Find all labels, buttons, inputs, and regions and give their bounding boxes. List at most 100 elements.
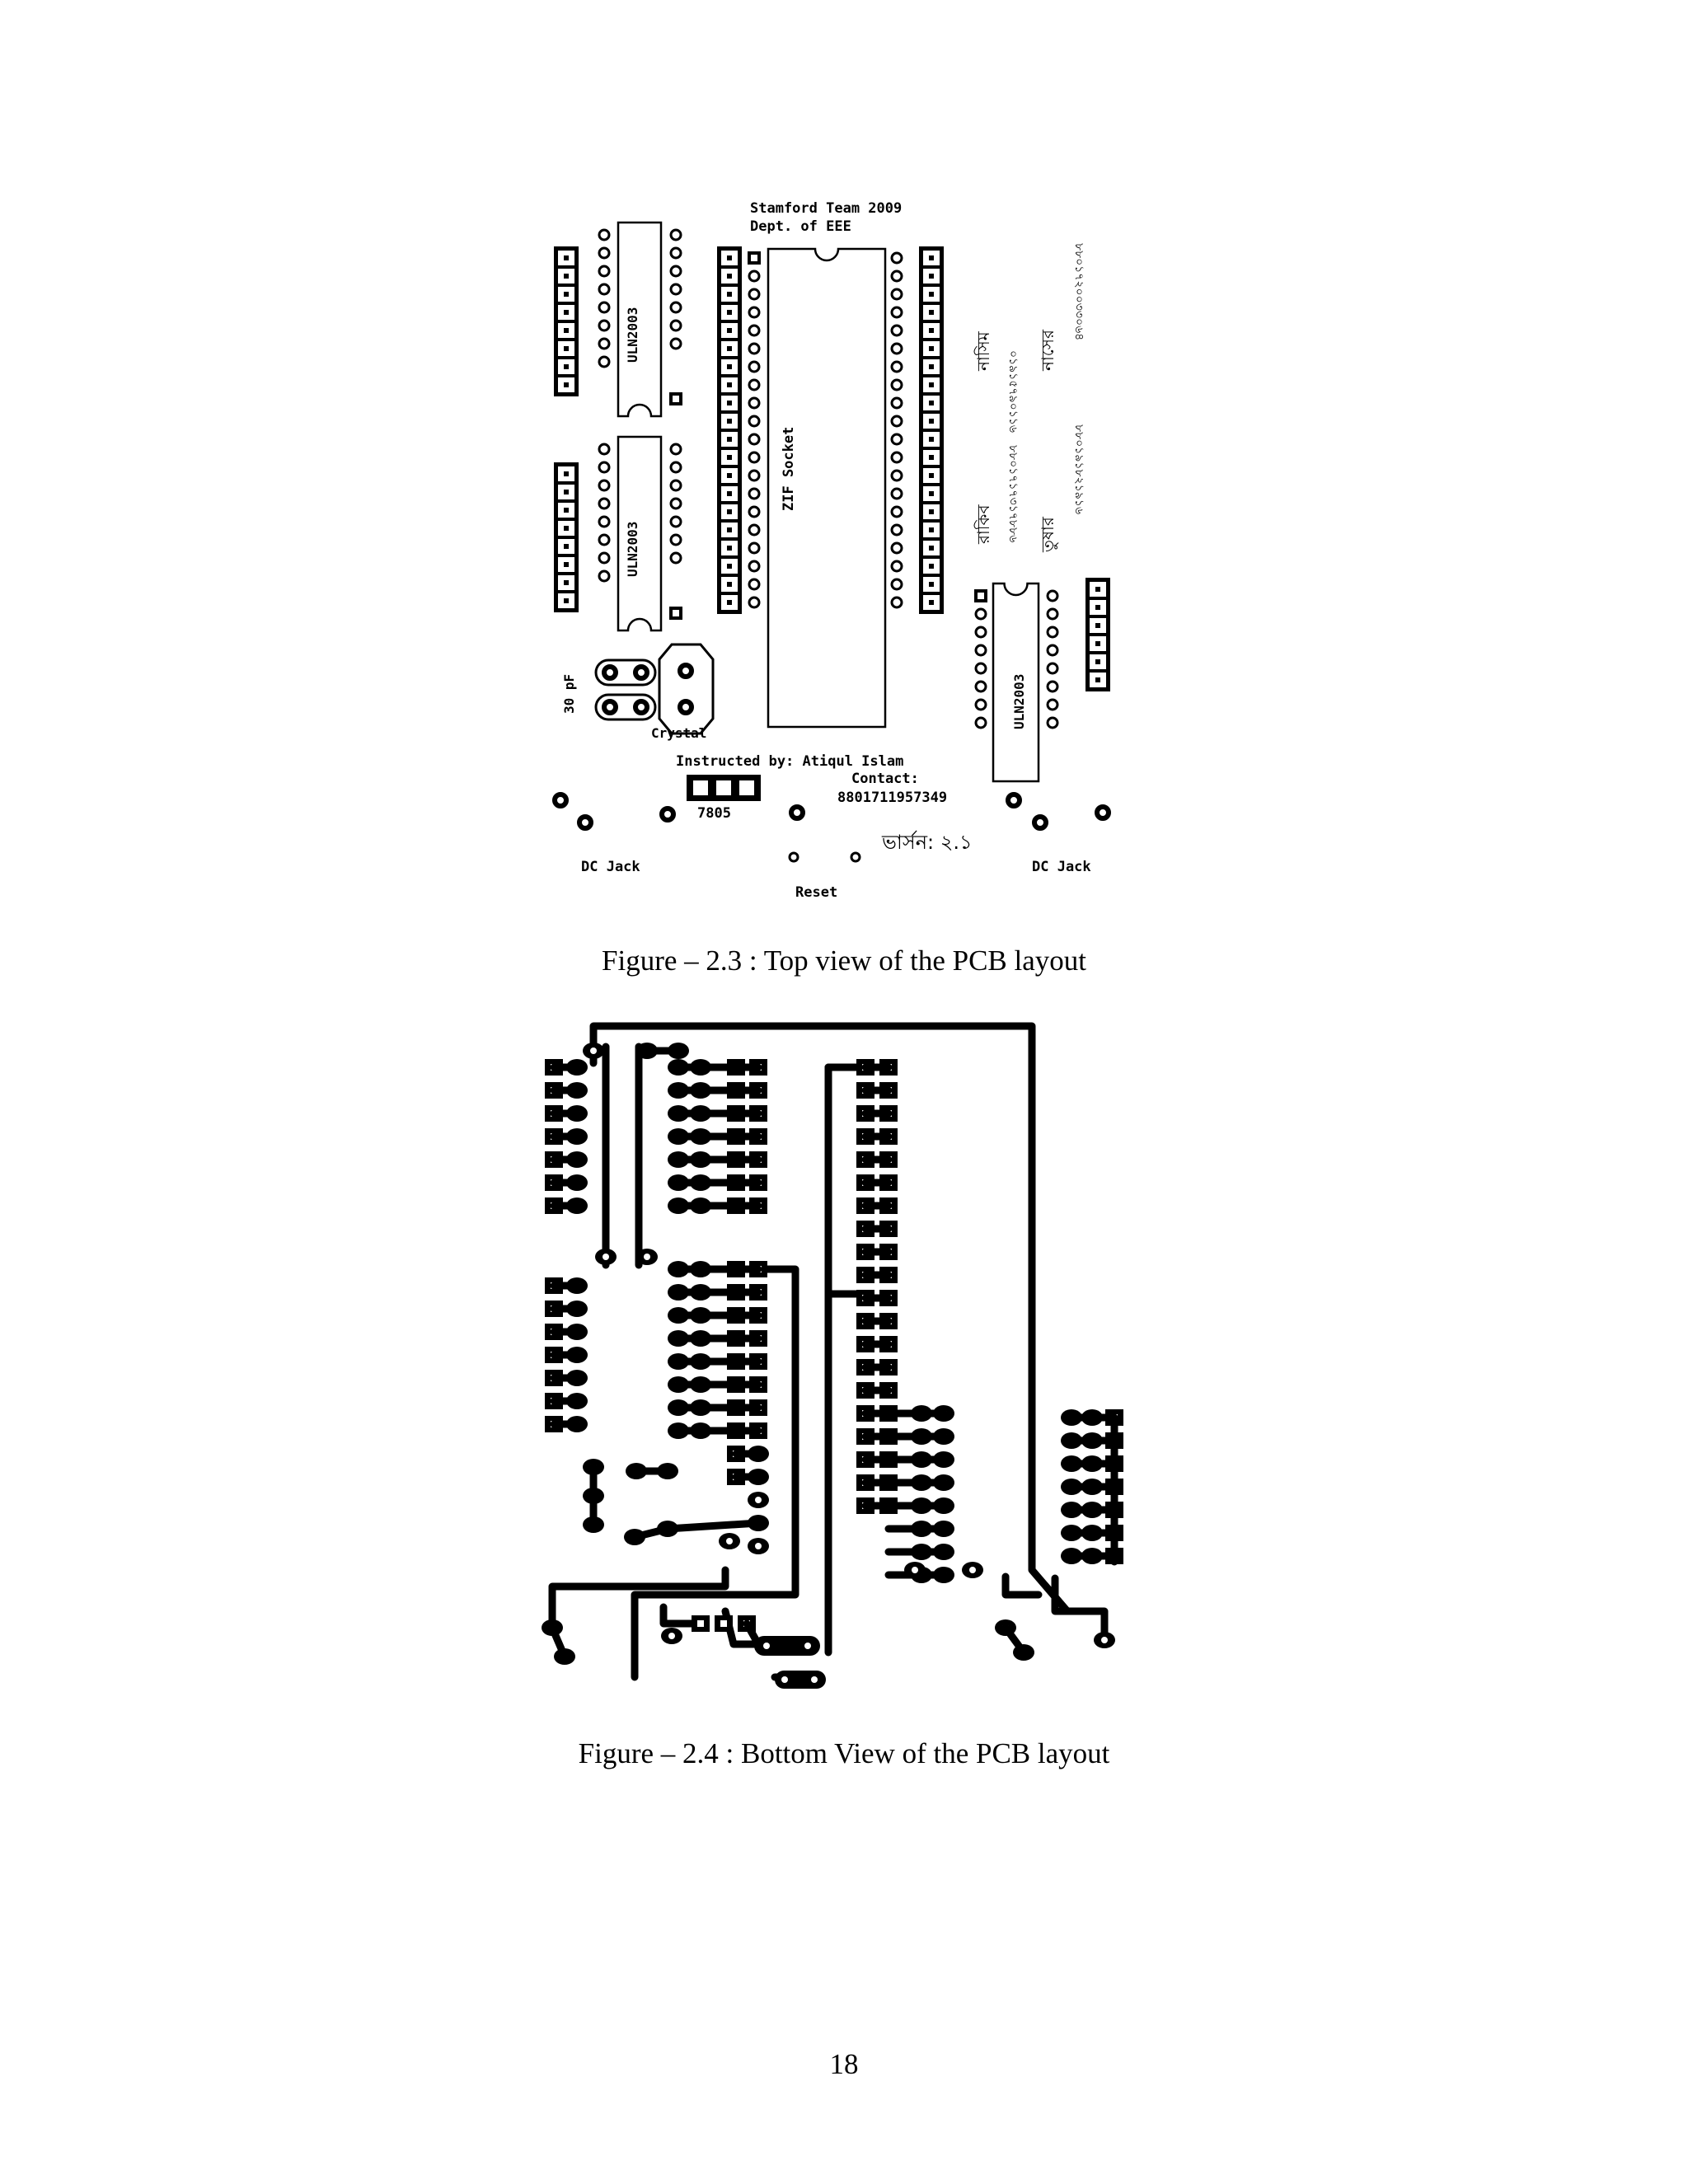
pad: [598, 461, 611, 474]
header-pin: [1095, 677, 1100, 682]
header-pin: [727, 292, 732, 297]
header-pin: [929, 527, 934, 532]
header-pin: [564, 255, 569, 260]
crystal-label: Crystal: [651, 725, 706, 741]
team-member-name: তুষার: [1038, 516, 1058, 553]
pad: [669, 283, 682, 296]
pad: [748, 433, 761, 446]
pad: [890, 288, 903, 301]
header-pin: [727, 455, 732, 460]
zif-socket-label: ZIF Socket: [781, 427, 797, 511]
ic1-pads-left: [598, 228, 611, 368]
header-pin: [564, 508, 569, 513]
header-pin: [727, 328, 732, 333]
header-pin: [1095, 623, 1100, 628]
pad: [890, 560, 903, 573]
pad: [890, 360, 903, 373]
pad: [669, 461, 682, 474]
pad: [748, 324, 761, 337]
crystal-outline: [658, 643, 715, 735]
pad: [669, 497, 682, 510]
pad: [890, 505, 903, 518]
header-right: [1085, 578, 1110, 691]
instructor-line: Instructed by: Atiqul Islam: [676, 753, 903, 770]
ic3-pin1-hole: [978, 593, 984, 599]
pad: [748, 469, 761, 482]
pad-hole: [804, 1643, 811, 1649]
regulator-label: 7805: [697, 805, 731, 822]
zif-pads-left: [748, 251, 761, 609]
ic-label-1: ULN2003: [625, 307, 640, 363]
pad: [890, 451, 903, 464]
pad: [890, 487, 903, 500]
zif-pads-right: [890, 251, 903, 609]
pad: [748, 523, 761, 537]
pad-hole: [603, 1254, 609, 1260]
capacitor-pad: [602, 699, 618, 715]
pad: [748, 342, 761, 355]
pad-hole: [726, 1538, 733, 1544]
header-pin: [929, 310, 934, 315]
header-pin: [564, 526, 569, 531]
header-pin: [727, 546, 732, 551]
dc-jack-left-label: DC Jack: [581, 859, 640, 875]
header-pin: [929, 292, 934, 297]
pad: [748, 451, 761, 464]
pad: [974, 716, 987, 729]
pad-hole: [644, 1254, 650, 1260]
trace-right-jack: [1051, 1574, 1109, 1644]
pad: [598, 497, 611, 510]
pad: [748, 487, 761, 500]
capacitor-pad: [633, 699, 649, 715]
page-number: 18: [829, 2048, 859, 2080]
pad: [669, 551, 682, 565]
pad: [669, 319, 682, 332]
pad: [748, 396, 761, 410]
pad: [890, 378, 903, 391]
pad: [669, 533, 682, 546]
pad: [890, 469, 903, 482]
crystal-pad: [678, 663, 694, 679]
pad: [890, 396, 903, 410]
pad: [890, 541, 903, 555]
pad-hole: [969, 1567, 976, 1573]
pad-hole: [590, 1047, 597, 1054]
figure-caption-bottom: Figure – 2.4 : Bottom View of the PCB la…: [578, 1737, 1110, 1769]
trace-top-bus: [589, 1022, 1071, 1615]
header-zif-left: [717, 246, 742, 614]
team-member-phone: ০১৯১৫৭৯০১১৬: [1006, 350, 1020, 433]
pad: [974, 698, 987, 711]
header-pin: [929, 509, 934, 514]
header-pin: [1095, 605, 1100, 610]
header-pin: [564, 544, 569, 549]
pad: [974, 680, 987, 693]
pad: [598, 533, 611, 546]
pad: [598, 569, 611, 583]
header-pin: [564, 328, 569, 333]
ic3-pads-right: [1046, 589, 1059, 729]
team-member-phone: ৮৮০১৭২০০৩৩০৬৪: [1072, 243, 1085, 340]
pad-reset: [754, 1636, 820, 1656]
board-title-line1: Stamford Team 2009: [750, 200, 902, 217]
pad: [748, 541, 761, 555]
team-member-phone: ৮৮০১৯১৮২১৯১৬: [1072, 424, 1085, 514]
pad-hole: [912, 1567, 918, 1573]
pad: [1046, 662, 1059, 675]
pad: [974, 626, 987, 639]
pcb-top-components: [552, 221, 1111, 863]
pad: [1046, 607, 1059, 621]
ic3-pads-left: [974, 607, 987, 729]
capacitor-outline: [594, 658, 657, 687]
header-pin: [929, 364, 934, 369]
ic2-pads-right: [669, 443, 682, 565]
header-pin: [929, 600, 934, 605]
header-pin: [727, 401, 732, 405]
dc-jack-right-pad: [1032, 814, 1048, 831]
pad: [598, 228, 611, 241]
pad: [598, 355, 611, 368]
pad: [598, 479, 611, 492]
pad: [669, 301, 682, 314]
pad: [669, 515, 682, 528]
pad-hole: [781, 1676, 788, 1683]
